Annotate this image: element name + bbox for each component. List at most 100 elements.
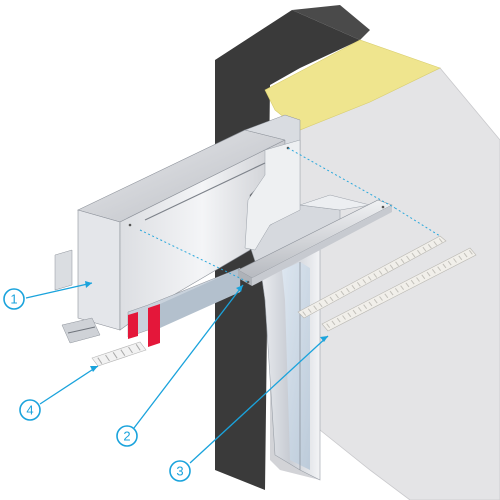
grille-tooth [447,260,452,266]
grille-tooth [336,317,341,323]
spacer-strip [91,341,147,367]
screw-dot [381,205,385,209]
callout-number: 3 [176,464,183,479]
spacer-tick [120,349,126,356]
grille-tooth [313,305,318,310]
grille-tooth [463,252,468,258]
grille-tooth [329,296,334,302]
grille-tooth [335,293,339,299]
callout-circle [19,399,41,421]
grille-tooth [433,241,438,246]
callout-number: 1 [10,292,17,307]
grille-tooth [373,273,378,278]
insulation-layer [264,39,441,131]
grille-tooth [453,258,457,263]
grille-tooth [318,302,323,308]
callout-circle [169,460,191,482]
grille-tooth [427,244,432,249]
grille-strip-upper [297,235,447,319]
window-cap-front [77,209,121,331]
grille-tooth [378,270,383,275]
cap-end-bracket [54,249,73,291]
grille-tooth [342,315,346,320]
screw-dot [128,223,132,227]
callout-number: 2 [123,429,130,444]
grille-tooth [326,323,331,328]
cap-groove [144,162,266,221]
grille-tooth [352,309,357,315]
grille-tooth [379,296,383,301]
grille-tooth [417,249,421,255]
leader-arrow-1 [85,281,92,288]
grille-tooth [421,274,426,280]
grille-tooth [357,307,362,312]
grille-tooth [437,266,442,271]
leader-line-4 [39,365,99,405]
grille-tooth [468,250,473,255]
spacer-tick [112,352,118,359]
grille-tooth [442,263,447,269]
seal-front-face [160,268,240,328]
callout-3: 3 [169,460,191,482]
dark-facade-band-top [292,5,370,40]
grille-tooth [394,288,399,293]
grille-tooth [373,298,378,304]
grille-tooth [411,252,416,258]
grille-tooth [458,255,463,261]
grille-tooth [347,312,352,318]
callout-number: 4 [26,403,33,418]
grille-tooth [422,246,427,252]
leader-line-2 [133,284,244,429]
grille-tooth [416,277,420,282]
callout-1: 1 [3,288,25,310]
grille-tooth [363,304,368,309]
grille-tooth [395,261,399,267]
grille-strips [297,235,477,332]
leader-line-3 [189,335,329,464]
grille-tooth [431,269,436,274]
callout-circle [116,425,138,447]
spacer-strip-body [91,341,147,367]
grille-tooth [410,279,415,285]
grille-tooth [406,255,410,261]
grille-tooth [362,279,367,284]
callout-circle [3,288,25,310]
aluminium-rail-lip [252,205,392,286]
seal-red-left [128,312,138,339]
spacer-tick [105,354,110,362]
grille-tooth [426,271,431,277]
grille-tooth [324,299,328,305]
grille-tooth [307,308,312,313]
grille-tooth [368,301,373,307]
cap-foot-slot [67,326,96,334]
spacer-ticks [97,344,141,364]
grille-tooth [356,282,361,287]
callout-2: 2 [116,425,138,447]
grille-tooth [389,290,394,296]
grille-tooth [331,320,336,326]
spacer-tick [135,344,141,351]
grille-tooth [384,267,389,272]
grille-tooth [384,293,389,299]
seal-red-right [148,304,160,347]
grille-tooth [346,287,350,293]
leader-arrow-4 [90,366,98,372]
grille-tooth [405,282,410,288]
alignment-dashed-line [139,229,249,283]
grille-tooth [389,264,394,270]
grille-tooth [302,311,307,316]
grille-tooth [351,284,356,290]
grille-teeth [302,238,473,328]
leader-arrow-3 [320,336,328,342]
leader-arrow-2 [236,285,243,292]
spacer-tick [128,346,133,354]
callout-4: 4 [19,399,41,421]
window-cap-flange [244,139,301,251]
grille-tooth [438,238,443,243]
grille-tooth [367,276,372,281]
grille-tooth [400,285,405,290]
grille-tooth [400,258,405,264]
grille-tooth [340,290,345,296]
spacer-tick [97,357,103,364]
